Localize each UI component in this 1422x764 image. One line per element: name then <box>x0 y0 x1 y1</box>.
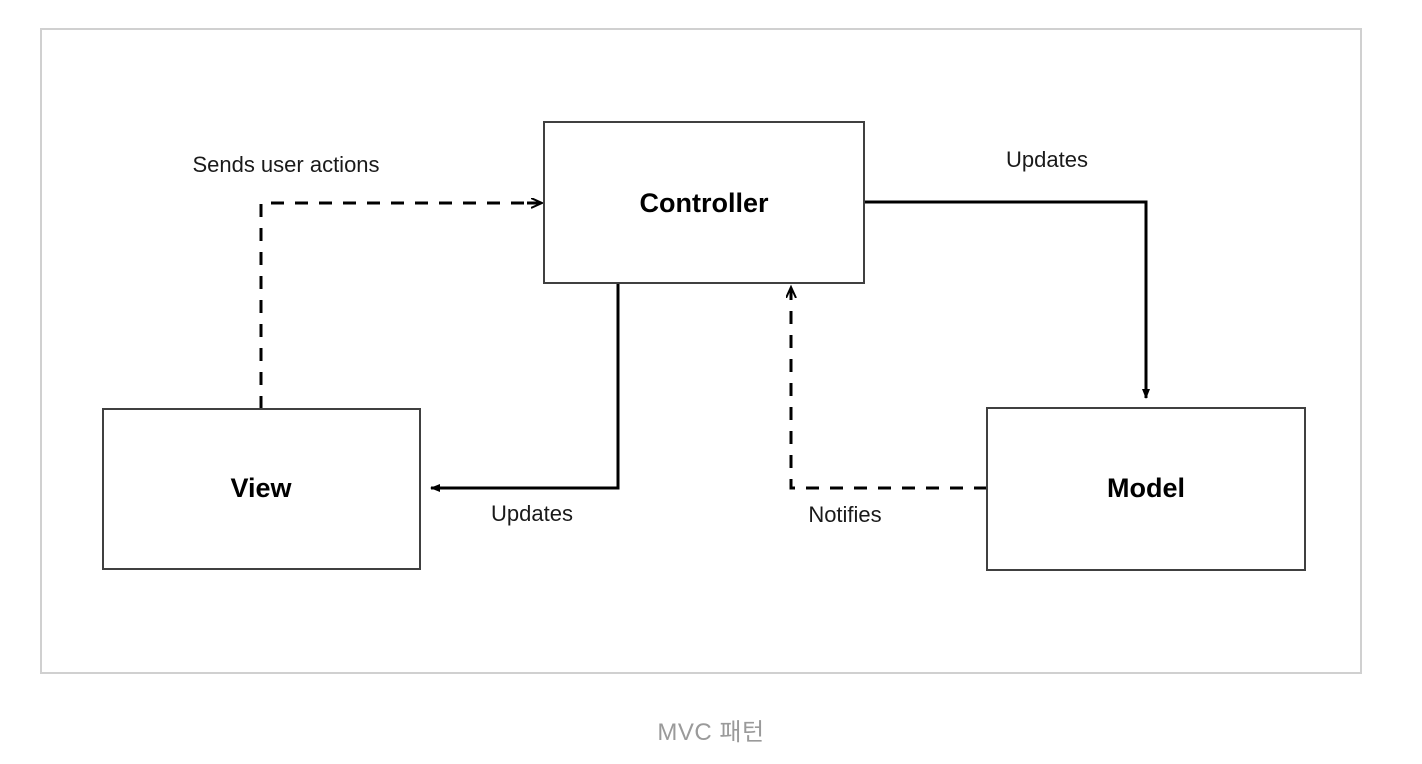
node-controller-label: Controller <box>639 188 768 218</box>
diagram-caption: MVC 패턴 <box>657 719 765 746</box>
node-model[interactable]: Model <box>986 407 1306 571</box>
edge-label-notifies: Notifies <box>808 502 881 527</box>
node-view-box[interactable] <box>102 408 421 570</box>
edge-label-updates-model: Updates <box>1006 147 1088 172</box>
node-model-box[interactable] <box>986 407 1306 571</box>
edge-view-to-controller-path <box>259 201 533 409</box>
node-controller[interactable]: Controller <box>543 121 865 284</box>
edge-controller-to-model: Updates <box>864 147 1150 399</box>
node-view[interactable]: View <box>102 408 421 570</box>
mvc-diagram: Sends user actions Updates Updates Notif… <box>102 121 1306 571</box>
node-view-label: View <box>230 473 292 503</box>
edge-label-sends-user-actions: Sends user actions <box>192 152 379 177</box>
edge-controller-to-view-path <box>430 283 620 492</box>
edge-model-to-controller-path <box>789 297 987 490</box>
edge-controller-to-view: Updates <box>430 283 620 526</box>
edge-label-updates-view: Updates <box>491 501 573 526</box>
edge-model-to-controller: Notifies <box>791 288 987 527</box>
node-controller-box[interactable] <box>543 121 865 284</box>
edge-controller-to-model-path <box>864 200 1150 399</box>
node-model-label: Model <box>1107 473 1185 503</box>
edge-view-to-controller: Sends user actions <box>192 152 541 409</box>
